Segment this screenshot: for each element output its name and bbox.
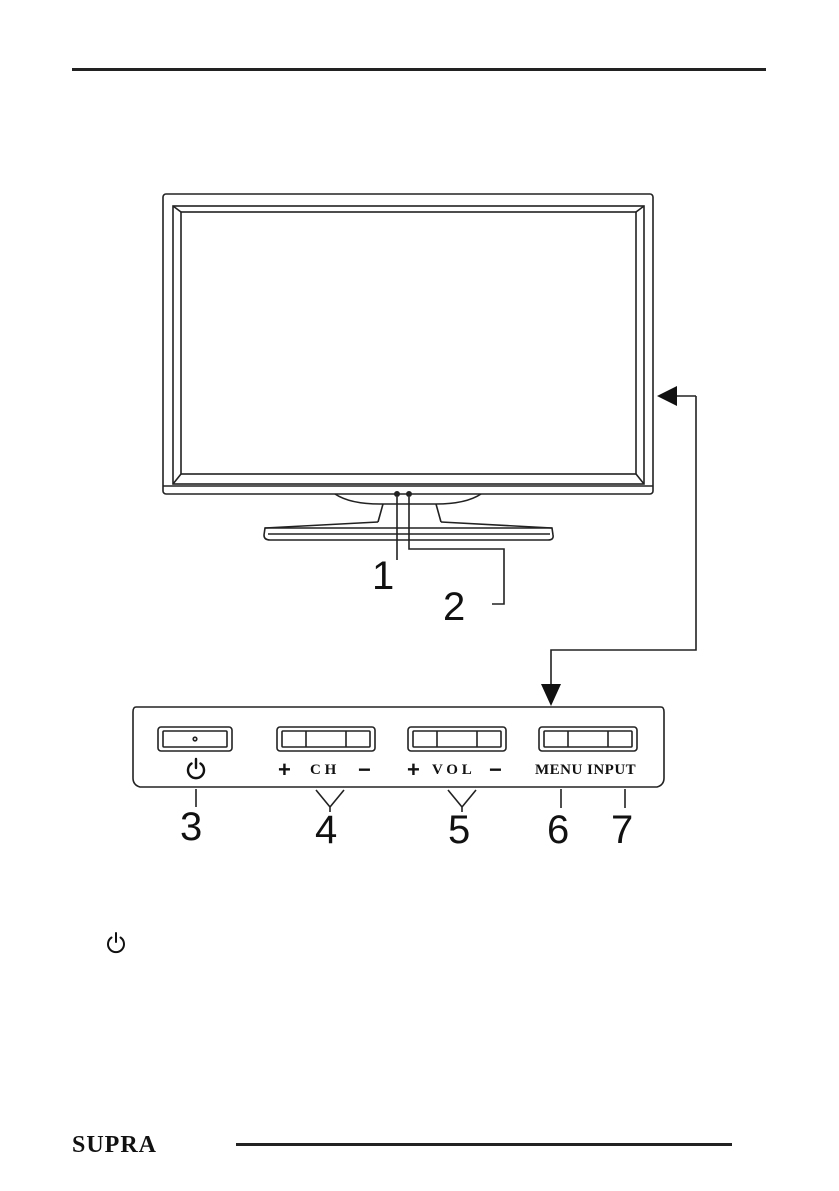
tv-screen xyxy=(181,212,636,474)
callout-6: 6 xyxy=(547,810,569,850)
brand-logo: SUPRA xyxy=(72,1132,157,1159)
callout-1: 1 xyxy=(372,556,394,596)
tv-frame xyxy=(173,206,644,484)
vol-plus-sign: + xyxy=(407,759,420,781)
arrowhead-left xyxy=(657,386,677,406)
power-icon xyxy=(185,757,207,781)
callout-5: 5 xyxy=(448,810,470,850)
footer-rule xyxy=(236,1143,732,1146)
vol-label: V O L xyxy=(432,762,472,778)
vol-minus-sign: − xyxy=(489,759,502,781)
callout-7: 7 xyxy=(611,810,633,850)
ch-plus-sign: + xyxy=(278,759,291,781)
arrowhead-down xyxy=(541,684,561,706)
callout-3: 3 xyxy=(180,807,202,847)
ir-sensor xyxy=(395,492,399,496)
menu-label: MENU xyxy=(535,762,583,778)
input-label: INPUT xyxy=(587,762,636,778)
ch-label: C H xyxy=(310,762,336,778)
ch-minus-sign: − xyxy=(358,759,371,781)
power-icon xyxy=(105,931,127,955)
callout-2: 2 xyxy=(443,587,465,627)
tv-bezel xyxy=(163,194,653,494)
power-led xyxy=(407,492,411,496)
callout-4: 4 xyxy=(315,810,337,850)
